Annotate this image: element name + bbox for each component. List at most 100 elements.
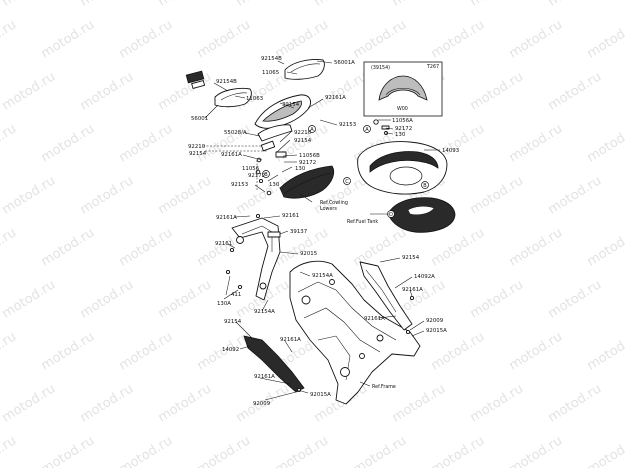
leader-130-a — [281, 166, 293, 173]
leader-92161a-top — [307, 98, 324, 109]
grommet-92009 — [405, 329, 411, 335]
grommet-11056a — [373, 119, 379, 125]
label-92161-frame: 92161 — [282, 213, 299, 219]
frame-spar-lower — [303, 307, 381, 353]
label-92161a-frame: 92161A — [216, 215, 237, 221]
callout-d-1-text: D — [389, 212, 393, 218]
frame-spar-upper — [297, 281, 397, 341]
leader-39137 — [279, 230, 289, 235]
label-92154-right: 92154 — [294, 138, 312, 144]
subframe-mount-a — [236, 236, 244, 244]
leader-411 — [225, 275, 231, 296]
tank-cover-group — [357, 119, 456, 233]
inset-box: (39154) T267 W00 — [363, 61, 443, 117]
label-92154b: 92154B — [261, 56, 282, 62]
leader-11065 — [286, 71, 298, 75]
label-92154a-b: 92154A — [254, 309, 275, 315]
label-14092a: 14092A — [414, 274, 435, 280]
fuel-tank-cap — [407, 206, 435, 215]
label-92172-l: 92172 — [248, 173, 265, 179]
callout-a-1 — [308, 125, 316, 133]
label-39154: 39154 — [282, 102, 300, 108]
leader-14092 — [239, 345, 251, 350]
label-92172-mid: 92172 — [299, 160, 316, 166]
label-92154b-left: 92154B — [216, 79, 237, 85]
frame-pivot-b — [340, 367, 350, 377]
frame-pivot-a — [301, 295, 311, 305]
label-ref-cowling-2: Lowers — [320, 206, 337, 212]
upper-cowl-group — [185, 59, 335, 199]
bolt-92153-b — [266, 190, 272, 196]
callout-b-1 — [262, 170, 270, 178]
grommet-92009-b — [296, 387, 302, 393]
leader-55028a — [244, 132, 261, 137]
label-92153-bottom: 92153 — [231, 182, 248, 188]
leader-92009-r — [409, 320, 425, 331]
label-11056b: 11056B — [299, 153, 320, 159]
tank-cover-opening — [389, 166, 423, 186]
clip-92161-left — [229, 247, 235, 253]
frame-group — [225, 213, 421, 405]
label-130a: 130A — [217, 301, 231, 307]
label-92153-top: 92153 — [339, 122, 356, 128]
leader-92210-right — [279, 130, 293, 143]
cowl-bracket-a — [260, 140, 276, 152]
leader-92154a-b — [261, 299, 269, 312]
leader-92153-top — [319, 119, 338, 126]
label-39137: 39137 — [290, 229, 307, 235]
label-92154-l: 92154 — [224, 319, 242, 325]
label-92161a-mid: 92161A — [221, 152, 242, 158]
upper-cowl-inner — [262, 100, 302, 122]
leader-92154a — [299, 271, 311, 277]
left-mirror-detail — [220, 92, 248, 101]
label-130-r: 130 — [395, 132, 406, 138]
leader-92015a-r — [411, 330, 425, 337]
leader-92015 — [279, 251, 299, 255]
label-411: 411 — [231, 292, 241, 298]
screw-130a — [237, 284, 243, 290]
frame-pivot-c — [376, 334, 384, 342]
callout-a-1-text: A — [310, 127, 314, 133]
small-bracket-b — [191, 80, 206, 89]
clip-411 — [225, 269, 231, 275]
callout-a-2-text: A — [365, 127, 369, 133]
leader-92161a-mid — [242, 154, 263, 161]
leader-92161-frame — [263, 215, 281, 219]
label-ref-frame: Ref.Frame — [372, 384, 396, 390]
label-55028a: 55028/A — [224, 130, 247, 136]
part-labels: 92154B 56001A 11065 92154B 11063 39154 5… — [188, 56, 459, 407]
label-92161a-bl: 92161A — [254, 374, 275, 380]
side-cowl-lower — [279, 165, 335, 199]
label-92172-r: 92172 — [395, 126, 412, 132]
label-92210-right: 92210 — [294, 130, 312, 136]
label-14093: 14093 — [442, 148, 459, 154]
label-92161-left: 92161 — [215, 241, 232, 247]
inset-note-code: T267 — [426, 64, 439, 70]
leader-92154-right — [276, 139, 291, 153]
label-ref-cowling: Ref.Cowling — [320, 200, 348, 206]
small-bracket-a — [185, 70, 205, 84]
label-130-b: 130 — [269, 182, 280, 188]
leader-ref-frame — [359, 381, 371, 387]
front-subframe-detail — [241, 225, 273, 252]
label-92161a-bot: 92161A — [280, 337, 301, 343]
leader-130-r — [385, 132, 394, 135]
leader-92154-fr — [379, 257, 401, 263]
callout-b-1-text: B — [264, 172, 268, 178]
leader-11063 — [234, 95, 246, 99]
subframe-mount-b — [259, 282, 267, 290]
side-cowl-edge — [284, 172, 331, 194]
label-92161a-rr: 92161A — [364, 316, 385, 322]
label-92015: 92015 — [300, 251, 317, 257]
leader-92154-l — [235, 321, 253, 339]
label-92015a-r: 92015A — [426, 328, 447, 334]
leader-lines — [203, 60, 440, 401]
label-11056: 11056 — [242, 166, 260, 172]
label-56001: 56001 — [191, 116, 208, 122]
frame-bolt-b — [359, 353, 365, 359]
leader-130a — [223, 289, 239, 300]
label-11056a: 11056A — [392, 118, 413, 124]
callout-c-1 — [343, 177, 351, 185]
cowl-bracket-b — [275, 151, 287, 158]
label-92015a-b: 92015A — [310, 392, 331, 398]
